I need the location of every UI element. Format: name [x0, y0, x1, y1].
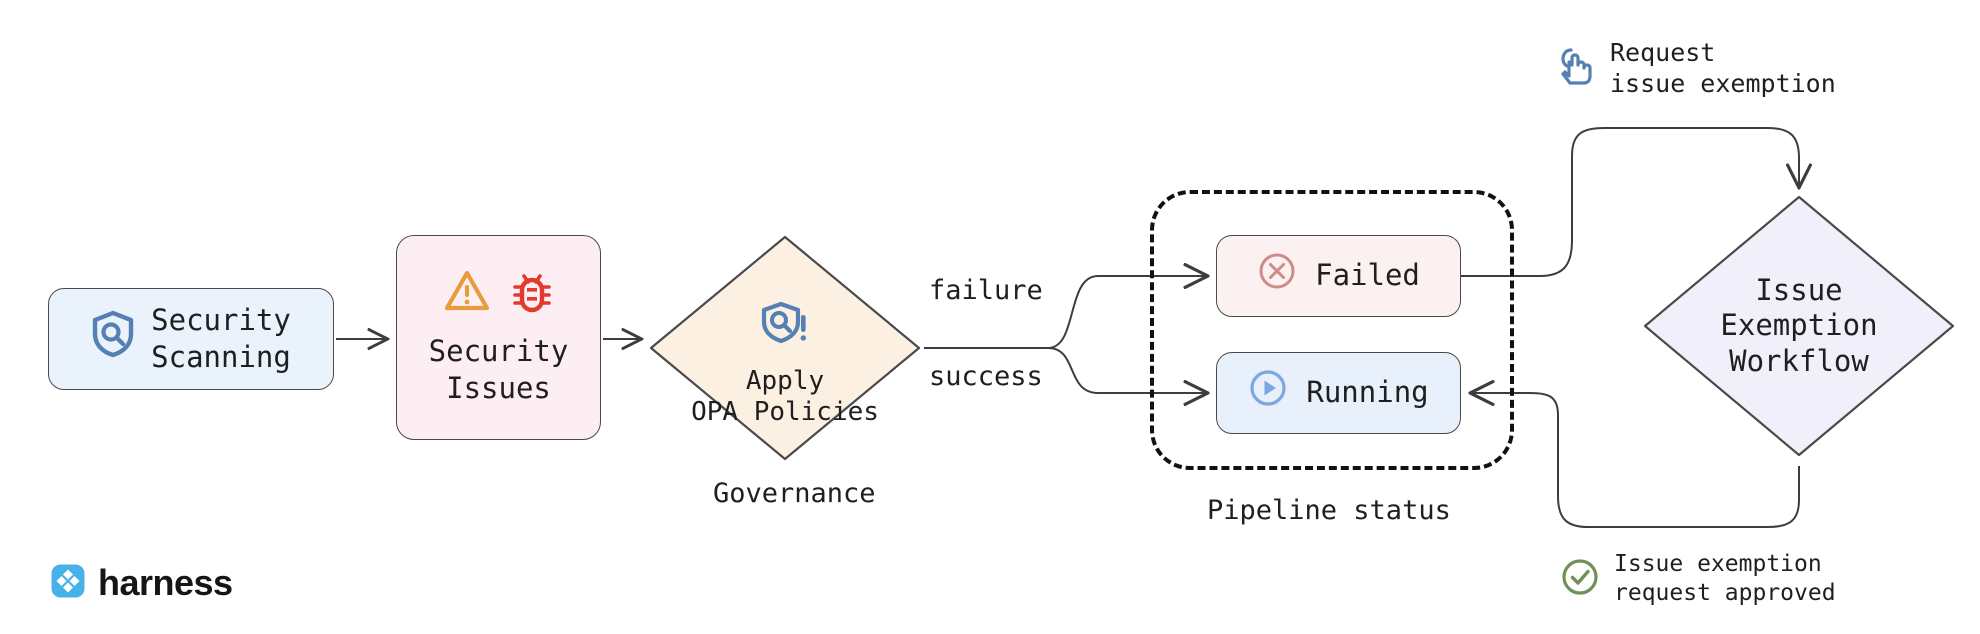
node-security-scanning[interactable]: Security Scanning [48, 288, 334, 390]
edge-exemption-to-running [1472, 393, 1800, 528]
warning-triangle-icon [444, 269, 490, 322]
node-issue-exemption-workflow-label: Issue Exemption Workflow [1720, 272, 1878, 378]
harness-logo: harness [50, 562, 233, 604]
harness-logo-icon [50, 563, 86, 603]
cursor-hand-icon [1560, 46, 1596, 90]
caption-governance: Governance [713, 478, 876, 509]
annotation-request-approved: Issue exemption request approved [1560, 550, 1836, 608]
node-running-label: Running [1306, 375, 1429, 410]
edge-failure-to-failed [1047, 276, 1206, 349]
shield-search-icon [91, 310, 135, 367]
node-security-scanning-label: Security Scanning [151, 302, 291, 374]
node-apply-opa-policies[interactable]: Apply OPA Policies [646, 232, 924, 464]
play-circle-icon [1248, 368, 1288, 417]
annotation-request-exemption: Request issue exemption [1560, 37, 1836, 100]
x-circle-icon [1257, 251, 1297, 300]
annotation-request-approved-text: Issue exemption request approved [1614, 551, 1836, 606]
exemption-diamond-shape [1643, 195, 1955, 457]
bug-icon [510, 268, 554, 323]
node-failed-label: Failed [1315, 258, 1420, 293]
node-failed[interactable]: Failed [1216, 235, 1461, 317]
edge-success-to-running [1047, 347, 1206, 393]
node-apply-opa-policies-label: Apply OPA Policies [691, 365, 879, 428]
opa-diamond-content: Apply OPA Policies [646, 232, 924, 464]
node-security-issues-label: Security Issues [428, 333, 569, 406]
shield-search-alert-icon [759, 267, 811, 359]
pipeline-status-cluster [1150, 190, 1514, 470]
exemption-diamond-content: Issue Exemption Workflow [1640, 192, 1958, 460]
annotation-request-exemption-text: Request issue exemption [1610, 38, 1836, 99]
harness-wordmark: harness [98, 562, 233, 603]
edge-label-failure: failure [924, 275, 1048, 306]
node-security-issues[interactable]: Security Issues [396, 235, 601, 440]
node-issue-exemption-workflow[interactable]: Issue Exemption Workflow [1640, 192, 1958, 460]
edge-label-success: success [924, 361, 1048, 392]
opa-diamond-shape [649, 235, 921, 461]
check-circle-icon [1560, 557, 1600, 601]
edge-failed-to-exemption [1461, 127, 1799, 277]
caption-pipeline-status: Pipeline status [1207, 495, 1451, 526]
node-running[interactable]: Running [1216, 352, 1461, 434]
security-issues-icon-row [444, 268, 554, 323]
